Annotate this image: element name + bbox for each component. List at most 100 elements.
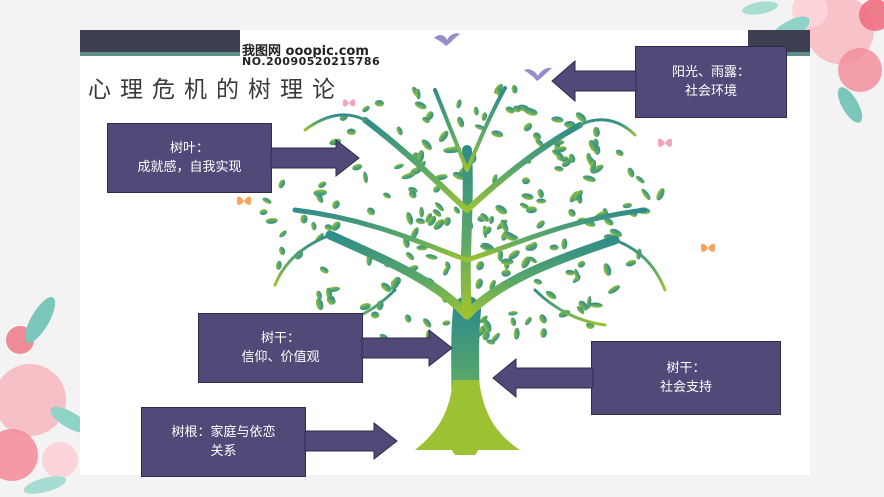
bird-icon bbox=[524, 67, 552, 81]
tree-leaf bbox=[532, 132, 542, 141]
tree-leaf bbox=[362, 171, 368, 184]
tree-leaf bbox=[540, 328, 547, 338]
butterfly-icon bbox=[236, 196, 252, 205]
bird-icon bbox=[434, 33, 460, 46]
tree-leaf bbox=[635, 176, 645, 184]
tree-leaf bbox=[551, 116, 564, 123]
tree-leaf bbox=[603, 263, 612, 276]
tree-leaf bbox=[442, 320, 451, 326]
tree-leaf bbox=[522, 177, 530, 185]
tree-leaf bbox=[505, 106, 515, 114]
tree-leaf bbox=[481, 112, 488, 121]
tree-leaf bbox=[526, 206, 537, 214]
tree-leaf bbox=[589, 302, 603, 308]
label-text-roots: 树根：家庭与依恋 关系 bbox=[171, 425, 276, 459]
tree-leaf bbox=[528, 256, 537, 264]
header-bar-left bbox=[80, 30, 240, 52]
tree-leaf bbox=[396, 126, 403, 136]
slide-title: 心理危机的树理论 bbox=[88, 77, 344, 103]
tree-leaf bbox=[318, 181, 327, 189]
tree-leaf bbox=[383, 192, 391, 199]
tree-leaf bbox=[453, 206, 460, 214]
tree-leaf bbox=[576, 306, 585, 315]
tree-leaf bbox=[316, 290, 322, 300]
butterfly-icon bbox=[342, 99, 356, 107]
tree-leaf bbox=[519, 202, 530, 209]
header-bar-left-accent bbox=[80, 52, 240, 56]
tree-leaf bbox=[501, 269, 511, 277]
tree-leaf bbox=[414, 101, 427, 110]
tree-leaf bbox=[279, 230, 287, 238]
arrow-left-icon bbox=[492, 358, 594, 398]
tree-leaf bbox=[582, 175, 596, 183]
label-text-sunshine: 阳光、雨露： 社会环境 bbox=[671, 65, 750, 99]
label-text-trunk-support: 树干： 社会支持 bbox=[659, 361, 712, 395]
tree-leaf bbox=[474, 124, 486, 131]
arrow-right-icon bbox=[304, 422, 398, 460]
tree-leaf bbox=[489, 279, 496, 290]
tree-leaf bbox=[332, 200, 340, 209]
tree-leaf bbox=[452, 171, 465, 180]
tree-leaf bbox=[575, 112, 587, 123]
tree-leaf bbox=[488, 215, 494, 224]
tree-leaf bbox=[381, 282, 392, 292]
label-box-trunk-support: 树干： 社会支持 bbox=[591, 341, 781, 415]
tree-leaf bbox=[315, 298, 324, 311]
tree-leaf bbox=[479, 315, 488, 324]
tree-leaf bbox=[456, 99, 462, 109]
tree-leaf bbox=[404, 314, 412, 323]
tree-leaf bbox=[326, 296, 336, 305]
label-box-leaves: 树叶： 成就感，自我实现 bbox=[107, 123, 272, 193]
tree-leaf bbox=[278, 179, 286, 189]
arrow-right-icon bbox=[361, 329, 453, 367]
tree-leaf bbox=[346, 128, 356, 136]
tree-leaf bbox=[491, 130, 504, 138]
butterfly-icon bbox=[657, 138, 673, 147]
tree-leaf bbox=[536, 220, 545, 229]
tree-leaf bbox=[549, 244, 559, 251]
tree-leaf bbox=[535, 138, 544, 148]
tree-leaf bbox=[425, 212, 432, 223]
tree-leaf bbox=[362, 105, 370, 113]
tree-leaf bbox=[419, 206, 424, 218]
tree-leaf bbox=[483, 319, 492, 333]
tree-leaf bbox=[508, 311, 518, 316]
tree-leaf bbox=[279, 246, 286, 256]
tree-leaf bbox=[443, 147, 458, 154]
label-box-trunk-belief: 树干： 信仰、价值观 bbox=[198, 313, 363, 383]
tree-leaf bbox=[390, 277, 399, 291]
tree-leaf bbox=[371, 311, 380, 319]
tree-leaf bbox=[586, 296, 592, 310]
tree-leaf bbox=[536, 198, 547, 204]
tree-leaf bbox=[622, 202, 632, 209]
tree-leaf bbox=[422, 318, 432, 328]
tree-leaf bbox=[415, 88, 421, 100]
label-box-sunshine: 阳光、雨露： 社会环境 bbox=[635, 46, 787, 118]
tree-leaf bbox=[479, 244, 493, 252]
tree-leaf bbox=[374, 99, 384, 107]
tree-leaf bbox=[574, 190, 583, 201]
floral-decoration-top-right bbox=[742, 0, 884, 123]
tree-leaf bbox=[491, 332, 500, 343]
tree-leaf bbox=[539, 314, 547, 324]
tree-leaf bbox=[609, 228, 622, 238]
tree-leaf bbox=[483, 226, 492, 235]
tree-leaf bbox=[275, 260, 282, 270]
tree-leaf bbox=[426, 111, 434, 121]
tree-leaf bbox=[604, 217, 614, 226]
tree-leaf bbox=[442, 267, 449, 276]
watermark-number: NO.20090520215786 bbox=[242, 55, 381, 68]
floral-decoration-bottom-left bbox=[0, 297, 90, 494]
tree-leaf bbox=[627, 167, 635, 178]
tree-leaf bbox=[433, 185, 441, 193]
tree-leaf bbox=[574, 268, 580, 281]
label-box-roots: 树根：家庭与依恋 关系 bbox=[141, 407, 306, 477]
tree-leaf bbox=[324, 224, 333, 231]
tree-leaf bbox=[508, 250, 520, 260]
tree-leaf bbox=[300, 214, 308, 224]
tree-leaf bbox=[656, 188, 665, 201]
tree-leaf bbox=[533, 278, 543, 285]
label-text-trunk-belief: 树干： 信仰、价值观 bbox=[241, 331, 320, 365]
tree-leaf bbox=[313, 189, 327, 197]
tree-leaf bbox=[554, 166, 564, 172]
